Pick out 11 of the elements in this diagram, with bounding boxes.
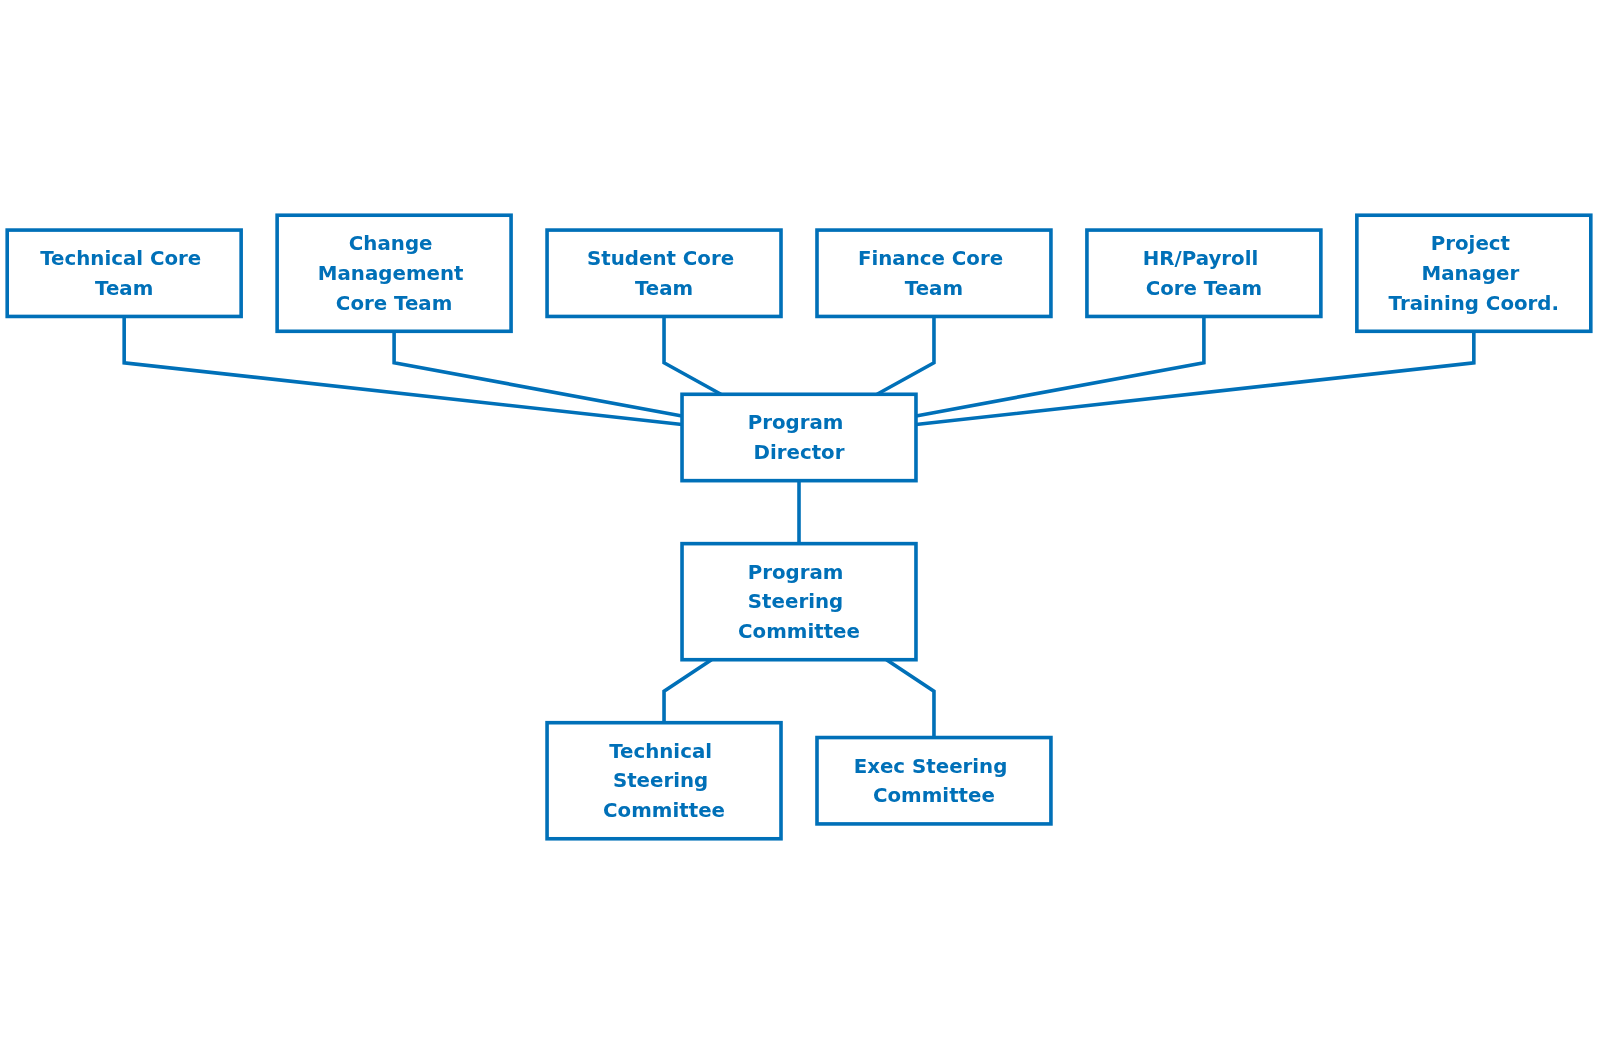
node-box: Program Steering Committee [680,541,918,662]
node-box: Finance Core Team [815,228,1053,319]
node-box: HR/Payroll Core Team [1085,228,1323,319]
node-box: Technical Steering Committee [545,720,783,841]
node-box: Student Core Team [545,228,783,319]
node-box: Technical Core Team [5,228,243,319]
node-box: Change Management Core Team [275,213,513,334]
node-box: Project Manager Training Coord. [1355,213,1593,334]
node-box: Program Director [680,392,918,483]
connector [797,480,801,544]
node-box: Exec Steering Committee [815,735,1053,826]
